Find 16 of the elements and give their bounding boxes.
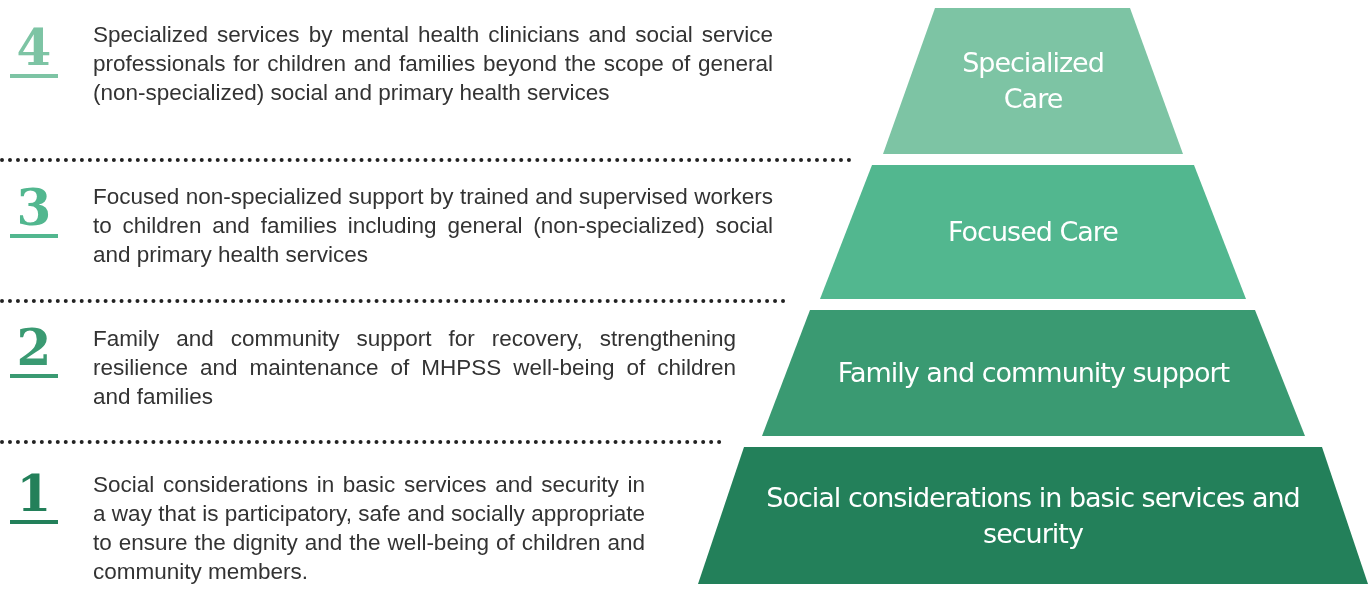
tier-label: Social considerations in basic services and security: [765, 480, 1301, 551]
pyramid-tier: [820, 165, 1246, 299]
tier-label: Focused Care: [947, 215, 1119, 249]
level-number: 1: [10, 468, 58, 524]
level-number: 2: [10, 322, 58, 378]
pyramid-tier: [883, 8, 1183, 154]
level-description: Focused non-specialized support by trained and supervised workers to children and families including general (non-specialized) social and primary health services: [93, 183, 773, 269]
level-number: 3: [10, 182, 58, 238]
level-number: 4: [10, 22, 58, 78]
level-description: Specialized services by mental health clinicians and social service professionals for children and families beyond the scope of general (non-specialized) social and primary health services: [93, 21, 773, 107]
pyramid-tier: [762, 310, 1305, 436]
level-description: Social considerations in basic services and security in a way that is participatory, safe and socially appropriate to ensure the dignity and the well-being of children and community members.: [93, 471, 645, 586]
pyramid-tier: [698, 447, 1368, 584]
tier-label: Family and community support: [836, 356, 1231, 390]
level-description: Family and community support for recovery, strengthening resilience and maintenance of MHPSS well-being of children and families: [93, 325, 736, 411]
tier-label: Specialized Care: [961, 46, 1105, 116]
